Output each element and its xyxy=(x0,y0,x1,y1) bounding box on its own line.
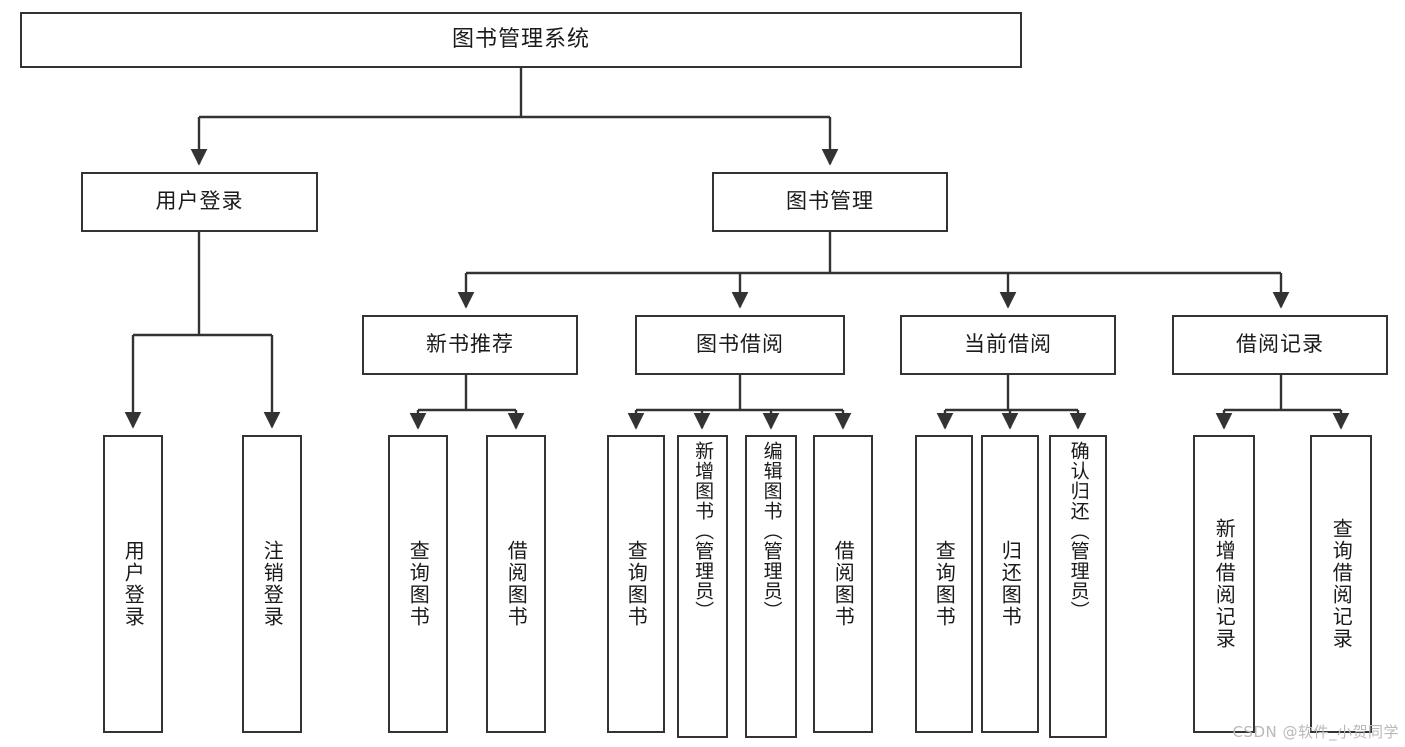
csdn-watermark: CSDN @软件_小贺同学 xyxy=(1232,723,1399,741)
node-label: 借阅记录 xyxy=(1236,332,1324,357)
leaf-label: 借阅图书 xyxy=(831,540,856,628)
leaf-query-record[interactable]: 查询借阅记录 xyxy=(1310,435,1372,733)
node-label: 当前借阅 xyxy=(964,332,1052,357)
node-new-book-recommend[interactable]: 新书推荐 xyxy=(362,315,578,375)
leaf-label: 用户登录 xyxy=(121,540,146,628)
node-label: 图书管理系统 xyxy=(451,26,590,52)
leaf-label: 编辑图书（管理员） xyxy=(760,441,783,621)
node-label: 用户登录 xyxy=(155,189,244,214)
node-current-borrow[interactable]: 当前借阅 xyxy=(900,315,1116,375)
leaf-confirm-return[interactable]: 确认归还（管理员） xyxy=(1049,435,1107,738)
leaf-label: 新增借阅记录 xyxy=(1212,518,1237,650)
leaf-user-logout[interactable]: 注销登录 xyxy=(242,435,302,733)
leaf-label: 归还图书 xyxy=(998,540,1023,628)
leaf-user-login[interactable]: 用户登录 xyxy=(103,435,163,733)
node-user-login[interactable]: 用户登录 xyxy=(81,172,318,232)
leaf-return-book[interactable]: 归还图书 xyxy=(981,435,1039,733)
leaf-borrow-book-1[interactable]: 借阅图书 xyxy=(486,435,546,733)
node-label: 图书管理 xyxy=(786,189,874,214)
node-book-borrow[interactable]: 图书借阅 xyxy=(635,315,845,375)
leaf-label: 新增图书（管理员） xyxy=(692,441,715,621)
leaf-query-book-1[interactable]: 查询图书 xyxy=(388,435,448,733)
leaf-add-record[interactable]: 新增借阅记录 xyxy=(1193,435,1255,733)
leaf-add-book[interactable]: 新增图书（管理员） xyxy=(677,435,728,738)
leaf-label: 注销登录 xyxy=(260,540,285,628)
leaf-label: 查询图书 xyxy=(406,540,431,628)
node-label: 新书推荐 xyxy=(426,332,514,357)
leaf-borrow-book-2[interactable]: 借阅图书 xyxy=(813,435,873,733)
leaf-label: 查询借阅记录 xyxy=(1329,518,1354,650)
leaf-edit-book[interactable]: 编辑图书（管理员） xyxy=(745,435,797,738)
node-label: 图书借阅 xyxy=(696,332,784,357)
leaf-label: 查询图书 xyxy=(624,540,649,628)
leaf-query-book-2[interactable]: 查询图书 xyxy=(607,435,665,733)
leaf-query-book-3[interactable]: 查询图书 xyxy=(915,435,973,733)
leaf-label: 借阅图书 xyxy=(504,540,529,628)
node-borrow-record[interactable]: 借阅记录 xyxy=(1172,315,1388,375)
node-book-manage[interactable]: 图书管理 xyxy=(712,172,948,232)
leaf-label: 查询图书 xyxy=(932,540,957,628)
leaf-label: 确认归还（管理员） xyxy=(1067,441,1090,621)
node-root-system[interactable]: 图书管理系统 xyxy=(20,12,1022,68)
